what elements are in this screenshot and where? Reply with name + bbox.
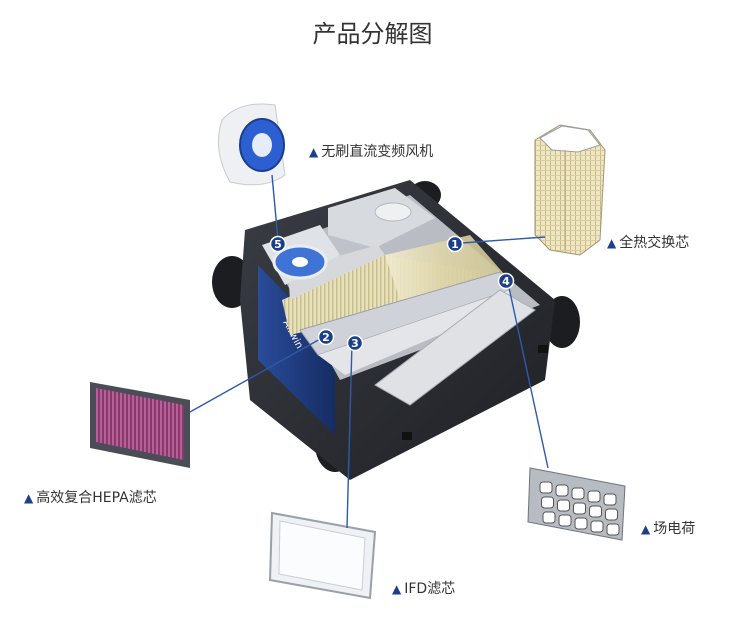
grid-cell (572, 488, 584, 499)
grid-cell (590, 506, 602, 517)
motor-cap (375, 203, 411, 221)
grid-cell (574, 503, 586, 514)
field-charge-module (528, 468, 625, 540)
badge-2: 2 (319, 330, 334, 345)
grid-cell (556, 485, 568, 496)
grid-cell (543, 512, 555, 523)
badge-3: 3 (348, 336, 363, 351)
marker-triangle-icon: ▲ (309, 145, 318, 159)
fan-component (218, 104, 285, 185)
label-ifd: ▲IFD滤芯 (392, 578, 455, 598)
grid-cell (542, 497, 554, 508)
marker-triangle-icon: ▲ (641, 522, 650, 536)
grid-cell (540, 482, 552, 493)
heat-exchanger-core (535, 125, 605, 255)
grid-cell (558, 500, 570, 511)
hepa-filter (90, 382, 190, 468)
badge-1: 1 (448, 237, 463, 252)
grid-cell (588, 491, 600, 502)
badge-5-number: 5 (274, 238, 282, 251)
label-field-charge: ▲场电荷 (641, 518, 695, 538)
grid-cell (575, 518, 587, 529)
badge-5: 5 (271, 237, 286, 252)
badge-4-number: 4 (502, 275, 510, 288)
grid-cell (606, 509, 618, 520)
label-hepa: ▲高效复合HEPA滤芯 (24, 487, 157, 507)
side-vent-2 (402, 432, 412, 440)
label-heat-exchanger: ▲全热交换芯 (607, 232, 689, 252)
grid-cell (604, 494, 616, 505)
grid-cell (591, 521, 603, 532)
grid-cell (607, 524, 619, 535)
grid-cell (559, 515, 571, 526)
ifd-filter (270, 513, 375, 598)
badge-4: 4 (499, 274, 514, 289)
ventilation-unit: Airwin (212, 180, 580, 480)
label-fan: ▲无刷直流变频风机 (309, 141, 433, 161)
marker-triangle-icon: ▲ (24, 491, 33, 505)
side-vent-1 (538, 345, 548, 353)
marker-triangle-icon: ▲ (607, 236, 616, 250)
badge-1-number: 1 (451, 238, 459, 251)
badge-2-number: 2 (322, 331, 330, 344)
marker-triangle-icon: ▲ (392, 582, 401, 596)
badge-3-number: 3 (351, 337, 359, 350)
